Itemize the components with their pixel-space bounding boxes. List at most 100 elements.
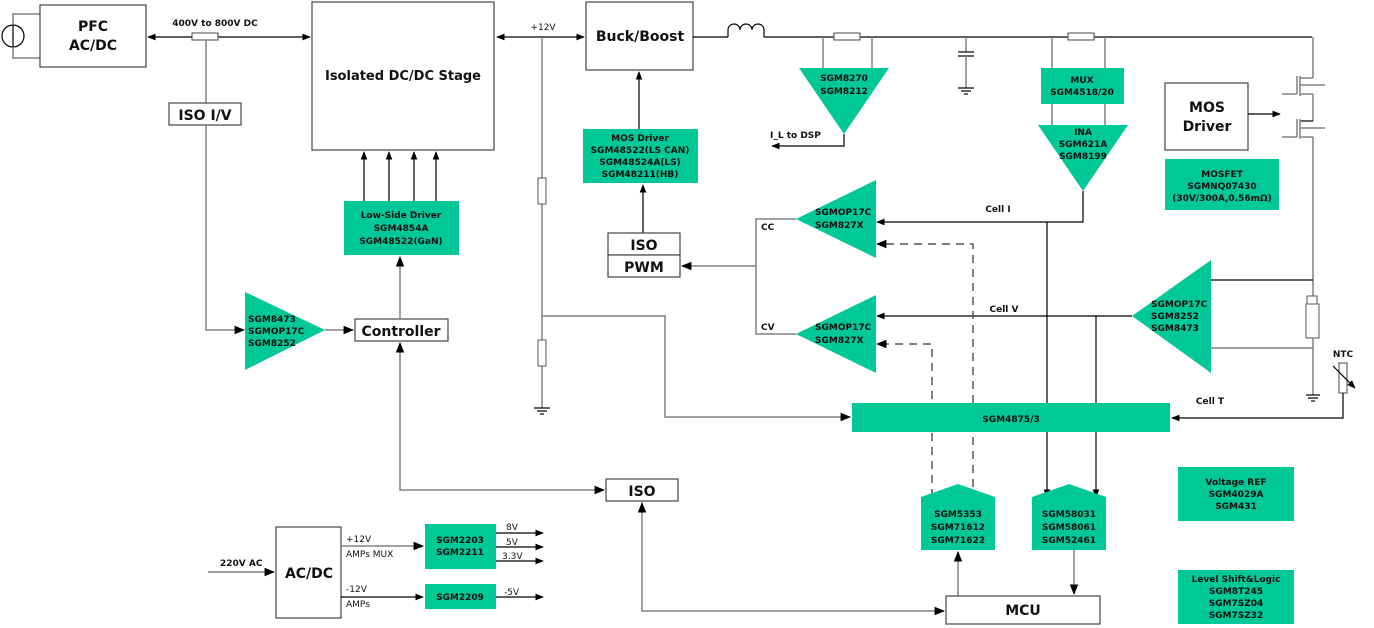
- svg-text:Low-Side Driver: Low-Side Driver: [361, 211, 442, 221]
- svg-text:SGM8270: SGM8270: [820, 74, 868, 84]
- shunt-resistor-icon: [1067, 32, 1095, 41]
- cell-i-label: Cell I: [985, 205, 1010, 215]
- mos-driver-block: MOS Driver: [1164, 82, 1249, 151]
- svg-text:SGM48524A(LS): SGM48524A(LS): [599, 158, 681, 168]
- svg-text:SGM8473: SGM8473: [1151, 324, 1199, 334]
- svg-text:MOSFET: MOSFET: [1201, 170, 1243, 180]
- mosfet-icon: [1282, 37, 1325, 300]
- svg-text:Voltage REF: Voltage REF: [1205, 478, 1266, 488]
- cell-v-label: Cell V: [990, 305, 1019, 315]
- resistor-icon: [537, 339, 547, 367]
- ground-icon: [1306, 394, 1320, 402]
- svg-text:SGM827X: SGM827X: [815, 221, 864, 231]
- ground-icon: [534, 407, 550, 415]
- svg-text:SGM4875/3: SGM4875/3: [982, 415, 1039, 425]
- level-shift-logic-chip: Level Shift&Logic SGM8T245 SGM7SZ04 SGM7…: [1178, 570, 1294, 624]
- svg-text:MOS: MOS: [1189, 100, 1225, 116]
- svg-text:INA: INA: [1074, 128, 1092, 138]
- iso-iv-label: ISO I/V: [178, 108, 231, 124]
- ac-source-icon: [1, 13, 40, 59]
- svg-text:+12V: +12V: [346, 535, 372, 545]
- svg-text:SGM4029A: SGM4029A: [1209, 490, 1264, 500]
- il-to-dsp-label: I_L to DSP: [770, 131, 821, 141]
- dac-chip: SGM5353 SGM71612 SGM71622: [921, 484, 995, 550]
- svg-text:SGMOP17C: SGMOP17C: [1151, 300, 1208, 310]
- afe-chip: SGM4875/3: [852, 403, 1170, 432]
- out-3v3-label: 3.3V: [502, 552, 523, 562]
- svg-text:AMPs: AMPs: [346, 600, 370, 610]
- out-5v-label: 5V: [506, 538, 519, 548]
- svg-text:SGM4518/20: SGM4518/20: [1050, 88, 1114, 98]
- svg-text:ISO: ISO: [630, 238, 657, 254]
- svg-text:SGM48522(GaN): SGM48522(GaN): [359, 237, 442, 247]
- current-sense-amplifier: SGM8270 SGM8212: [799, 68, 889, 134]
- ntc-thermistor-icon: [1332, 362, 1356, 394]
- svg-text:SGM8252: SGM8252: [248, 339, 296, 349]
- svg-text:SGM431: SGM431: [1215, 502, 1257, 512]
- shunt-resistor-icon: [833, 32, 861, 41]
- svg-text:SGMOP17C: SGMOP17C: [815, 323, 872, 333]
- cell-voltage-amplifier: SGMOP17C SGM8252 SGM8473: [1132, 260, 1211, 373]
- svg-text:SGM71622: SGM71622: [931, 536, 985, 546]
- buck-boost-block: Buck/Boost: [585, 1, 694, 71]
- mux-chip: MUX SGM4518/20: [1041, 68, 1124, 104]
- cv-amplifier: SGMOP17C SGM827X: [796, 295, 876, 373]
- svg-text:SGM4854A: SGM4854A: [374, 224, 429, 234]
- svg-text:SGM58061: SGM58061: [1042, 523, 1096, 533]
- mosfet-chip: MOSFET SGMNQ07430 (30V/300A,0.56mΩ): [1165, 159, 1279, 210]
- svg-text:SGM621A: SGM621A: [1059, 140, 1108, 150]
- svg-text:SGMNQ07430: SGMNQ07430: [1187, 182, 1256, 192]
- svg-text:SGM827X: SGM827X: [815, 336, 864, 346]
- ldo-negative-chip: SGM2209: [425, 584, 496, 609]
- capacitor-icon: [958, 37, 974, 95]
- iso-iv-block: ISO I/V: [168, 102, 242, 126]
- svg-text:Controller: Controller: [361, 324, 440, 340]
- sense-amplifier-left: SGM8473 SGMOP17C SGM8252: [245, 292, 325, 370]
- svg-text:AC/DC: AC/DC: [285, 566, 333, 582]
- adc-chip: SGM58031 SGM58061 SGM52461: [1032, 484, 1106, 550]
- svg-text:SGM8252: SGM8252: [1151, 312, 1199, 322]
- svg-text:SGM48522(LS CAN): SGM48522(LS CAN): [591, 146, 690, 156]
- cc-label: CC: [761, 223, 775, 233]
- mos-driver-chip: MOS Driver SGM48522(LS CAN) SGM48524A(LS…: [583, 129, 698, 183]
- inductor-icon: [727, 23, 765, 37]
- dc-bus-label: 400V to 800V DC: [172, 19, 258, 29]
- svg-text:MOS Driver: MOS Driver: [611, 134, 669, 144]
- cv-label: CV: [761, 323, 775, 333]
- aux-acdc-block: AC/DC: [275, 526, 342, 619]
- svg-text:SGM2203: SGM2203: [436, 536, 484, 546]
- pfc-label: PFC: [78, 19, 108, 35]
- svg-text:ISO: ISO: [628, 484, 655, 500]
- svg-text:Level Shift&Logic: Level Shift&Logic: [1192, 575, 1281, 585]
- svg-text:-12V: -12V: [346, 585, 368, 595]
- svg-text:Driver: Driver: [1183, 119, 1232, 135]
- acdc-label: AC/DC: [69, 38, 117, 54]
- svg-text:Isolated DC/DC Stage: Isolated DC/DC Stage: [325, 69, 481, 84]
- svg-text:SGM8T245: SGM8T245: [1209, 587, 1263, 597]
- svg-text:SGMOP17C: SGMOP17C: [248, 327, 305, 337]
- ac220-label: 220V AC: [220, 559, 263, 569]
- svg-text:SGM8199: SGM8199: [1059, 152, 1107, 162]
- plus12v-label: +12V: [530, 23, 556, 33]
- ina-amplifier: INA SGM621A SGM8199: [1038, 125, 1128, 191]
- iso-block: ISO: [605, 478, 679, 502]
- svg-text:Buck/Boost: Buck/Boost: [596, 29, 685, 45]
- svg-text:MCU: MCU: [1005, 603, 1041, 619]
- pfc-acdc-block: PFC AC/DC: [39, 4, 147, 68]
- resistor-icon: [537, 177, 547, 205]
- svg-text:SGM48211(HB): SGM48211(HB): [602, 170, 679, 180]
- isolated-dcdc-block: Isolated DC/DC Stage: [311, 1, 495, 151]
- controller-block: Controller: [354, 318, 449, 342]
- iso-pwm-block: ISO PWM: [607, 232, 681, 278]
- ldo-positive-chip: SGM2203 SGM2211: [425, 524, 496, 569]
- svg-text:SGM5353: SGM5353: [934, 510, 982, 520]
- svg-text:SGM58031: SGM58031: [1042, 510, 1096, 520]
- svg-text:SGM2211: SGM2211: [436, 548, 484, 558]
- cell-t-label: Cell T: [1196, 397, 1225, 407]
- svg-text:SGM8212: SGM8212: [820, 87, 868, 97]
- low-side-driver-chip: Low-Side Driver SGM4854A SGM48522(GaN): [344, 201, 459, 255]
- voltage-ref-chip: Voltage REF SGM4029A SGM431: [1178, 467, 1294, 521]
- svg-text:PWM: PWM: [624, 260, 664, 276]
- svg-text:SGM2209: SGM2209: [436, 593, 484, 603]
